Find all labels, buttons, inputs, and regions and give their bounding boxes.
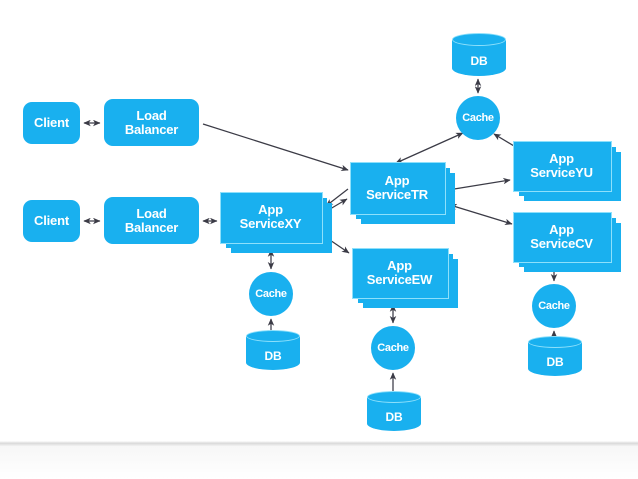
node-label: DB bbox=[385, 410, 403, 424]
node-label: DB bbox=[546, 355, 564, 369]
node-label: Cache bbox=[462, 112, 494, 124]
node-app-xy[interactable]: App ServiceXY bbox=[220, 192, 332, 253]
node-label: Cache bbox=[255, 288, 287, 300]
node-app-cv[interactable]: App ServiceCV bbox=[513, 212, 621, 272]
node-cache-top[interactable]: Cache bbox=[456, 96, 500, 140]
node-db-cv[interactable]: DB bbox=[528, 336, 582, 376]
connector-e-apptr-cache bbox=[395, 132, 464, 164]
footer-divider bbox=[0, 441, 638, 446]
node-label: DB bbox=[470, 54, 488, 68]
node-label: Cache bbox=[538, 300, 570, 312]
stack-plate-front bbox=[513, 141, 612, 192]
connector-e-apptr-appcv bbox=[449, 203, 513, 226]
node-label: DB bbox=[264, 349, 282, 363]
node-label: Load Balancer bbox=[124, 205, 179, 235]
node-app-tr[interactable]: App ServiceTR bbox=[350, 162, 455, 224]
node-label: App ServiceXY bbox=[239, 202, 302, 231]
node-db-top[interactable]: DB bbox=[452, 33, 506, 76]
node-cache-xy[interactable]: Cache bbox=[249, 272, 293, 316]
slide-footer: 47 redhat bbox=[0, 446, 638, 479]
node-label: App ServiceCV bbox=[530, 221, 593, 251]
cylinder-body bbox=[452, 40, 506, 76]
node-client-top[interactable]: Client bbox=[23, 102, 80, 144]
node-cache-cv[interactable]: Cache bbox=[532, 284, 576, 328]
stack-plate-front bbox=[220, 192, 323, 244]
node-lb-top[interactable]: Load Balancer bbox=[104, 99, 199, 146]
connector-e-apptr-lbtop bbox=[202, 123, 349, 172]
node-label: App ServiceYU bbox=[530, 150, 593, 180]
connector-e-appyu-apptr bbox=[447, 177, 511, 193]
stack-plate-front bbox=[513, 212, 612, 263]
node-db-xy[interactable]: DB bbox=[246, 330, 300, 370]
node-client-bottom[interactable]: Client bbox=[23, 200, 80, 242]
node-label: Client bbox=[34, 213, 69, 229]
node-label: App ServiceTR bbox=[366, 172, 428, 202]
node-label: Load Balancer bbox=[124, 107, 179, 137]
node-app-ew[interactable]: App ServiceEW bbox=[352, 248, 458, 308]
cylinder-cap bbox=[528, 336, 582, 348]
node-label: Client bbox=[34, 115, 69, 131]
stack-plate-front bbox=[350, 162, 446, 215]
node-db-ew[interactable]: DB bbox=[367, 391, 421, 431]
node-cache-ew[interactable]: Cache bbox=[371, 326, 415, 370]
node-label: Cache bbox=[377, 342, 409, 354]
cylinder-cap bbox=[452, 33, 506, 46]
node-app-yu[interactable]: App ServiceYU bbox=[513, 141, 621, 201]
node-label: App ServiceEW bbox=[366, 257, 433, 287]
node-lb-bottom[interactable]: Load Balancer bbox=[104, 197, 199, 244]
cylinder-cap bbox=[246, 330, 300, 342]
cylinder-cap bbox=[367, 391, 421, 403]
stack-plate-front bbox=[352, 248, 449, 299]
